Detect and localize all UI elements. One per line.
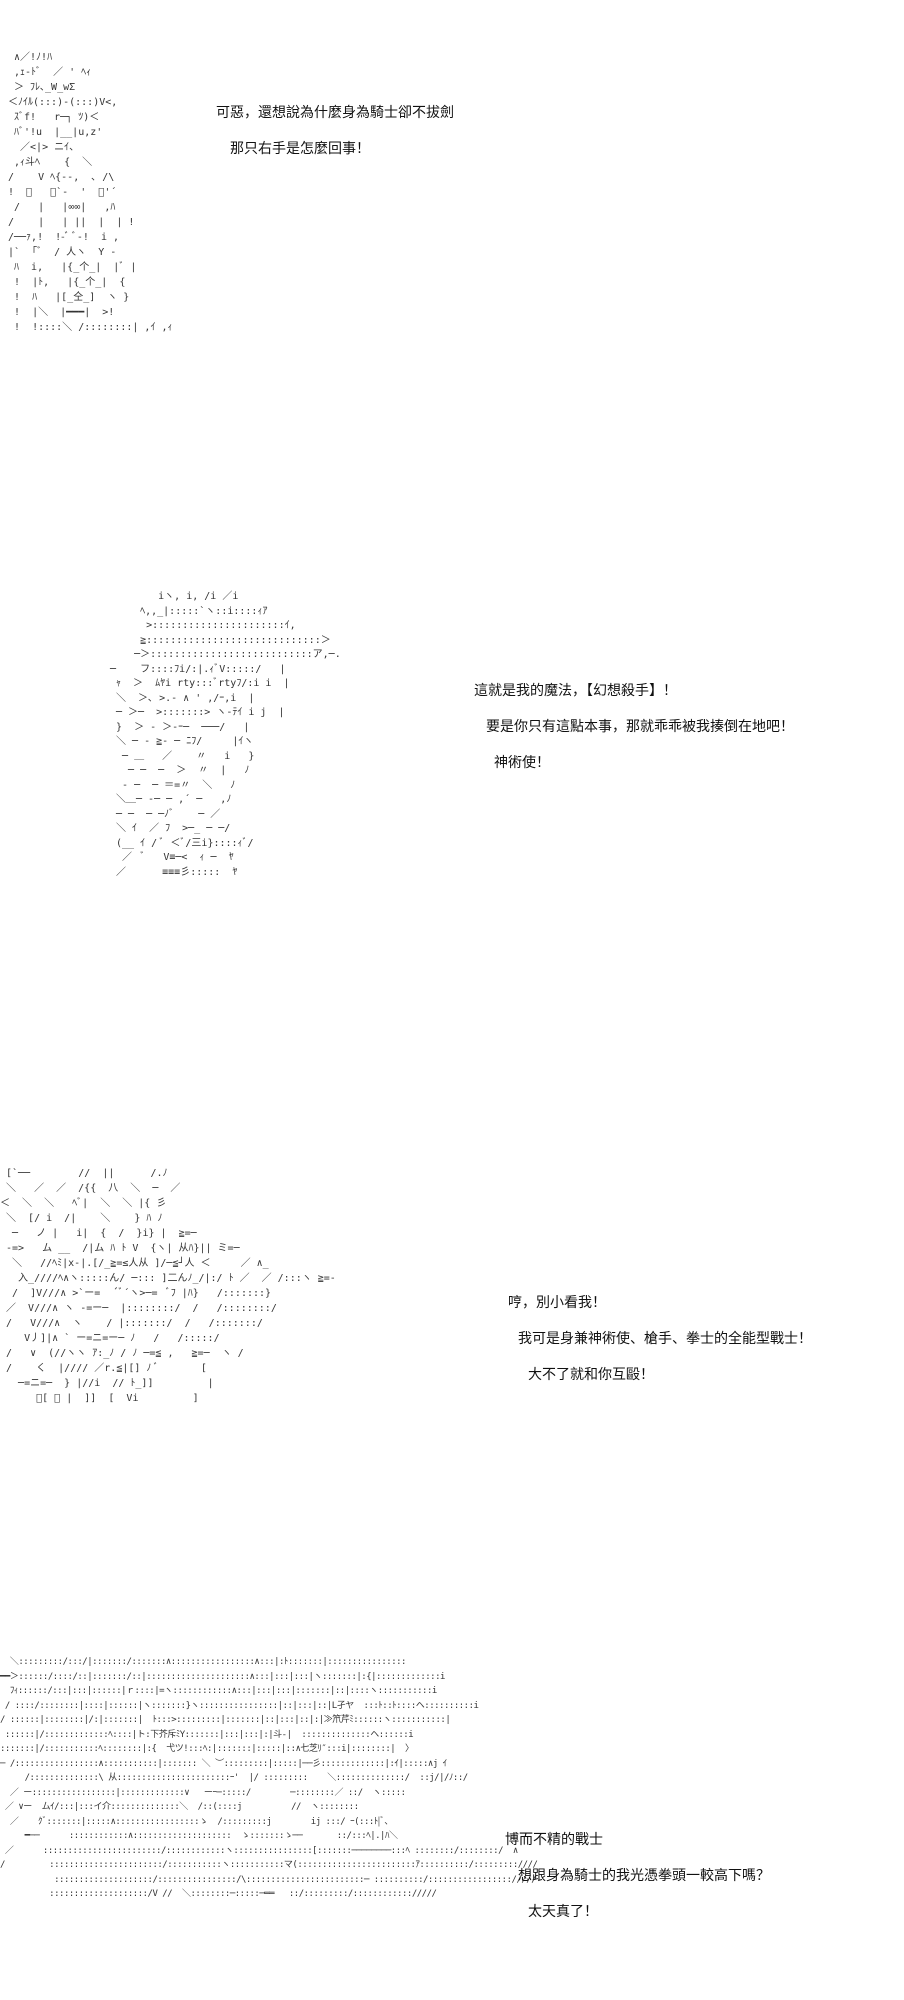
dialogue-line: 博而不精的戰士 <box>505 1832 603 1848</box>
dialogue-line: 哼，別小看我！ <box>508 1295 606 1311</box>
dialogue-line: 這就是我的魔法，【幻想殺手】！ <box>474 683 677 699</box>
dialogue-line: 我可是身兼神術使、槍手、拳士的全能型戰士！ <box>518 1331 812 1347</box>
ascii-art-knight-closeup: ＼:::::::::/:::/|:::::::/:::::::∧::::::::… <box>0 1657 538 1899</box>
dialogue-line: 那只右手是怎麼回事！ <box>230 141 370 157</box>
ascii-art-all-rounder-warrior: [`── // || /.ﾉ ＼ ／ ／ /{{ 八 ＼ ─ ／ ＜ ＼ ＼ ﾍ… <box>0 1168 336 1404</box>
ascii-art-knight: ∧／!ﾉ!ﾊ ,ｪ-ﾄﾞ ／ ' ﾍｨ ＞ ﾌﾚ､_W_wΣ ＜ﾉｲﾙ(:::)… <box>8 52 173 333</box>
dialogue-line: 可惡，還想說為什麼身為騎士卻不拔劍 <box>216 105 454 121</box>
ascii-art-imagine-breaker: iヽ, i, /i ／i ﾍ,,_|:::::`ヽ::i::::ｨｱ >::::… <box>110 591 341 878</box>
dialogue-line: 想跟身為騎士的我光憑拳頭一較高下嗎？ <box>518 1868 770 1884</box>
dialogue-line: 大不了就和你互毆！ <box>528 1367 654 1383</box>
panel-3: [`── // || /.ﾉ ＼ ／ ／ /{{ 八 ＼ ─ ／ ＜ ＼ ＼ ﾍ… <box>0 1160 904 1480</box>
dialogue-line: 要是你只有這點本事，那就乖乖被我揍倒在地吧！ <box>486 719 794 735</box>
dialogue-line: 太天真了！ <box>528 1904 598 1920</box>
dialogue-line: 神術使！ <box>494 755 550 771</box>
panel-2: iヽ, i, /i ／i ﾍ,,_|:::::`ヽ::i::::ｨｱ >::::… <box>0 580 904 980</box>
panel-1: ∧／!ﾉ!ﾊ ,ｪ-ﾄﾞ ／ ' ﾍｨ ＞ ﾌﾚ､_W_wΣ ＜ﾉｲﾙ(:::)… <box>0 0 904 420</box>
panel-4: ＼:::::::::/:::/|:::::::/:::::::∧::::::::… <box>0 1655 904 1985</box>
